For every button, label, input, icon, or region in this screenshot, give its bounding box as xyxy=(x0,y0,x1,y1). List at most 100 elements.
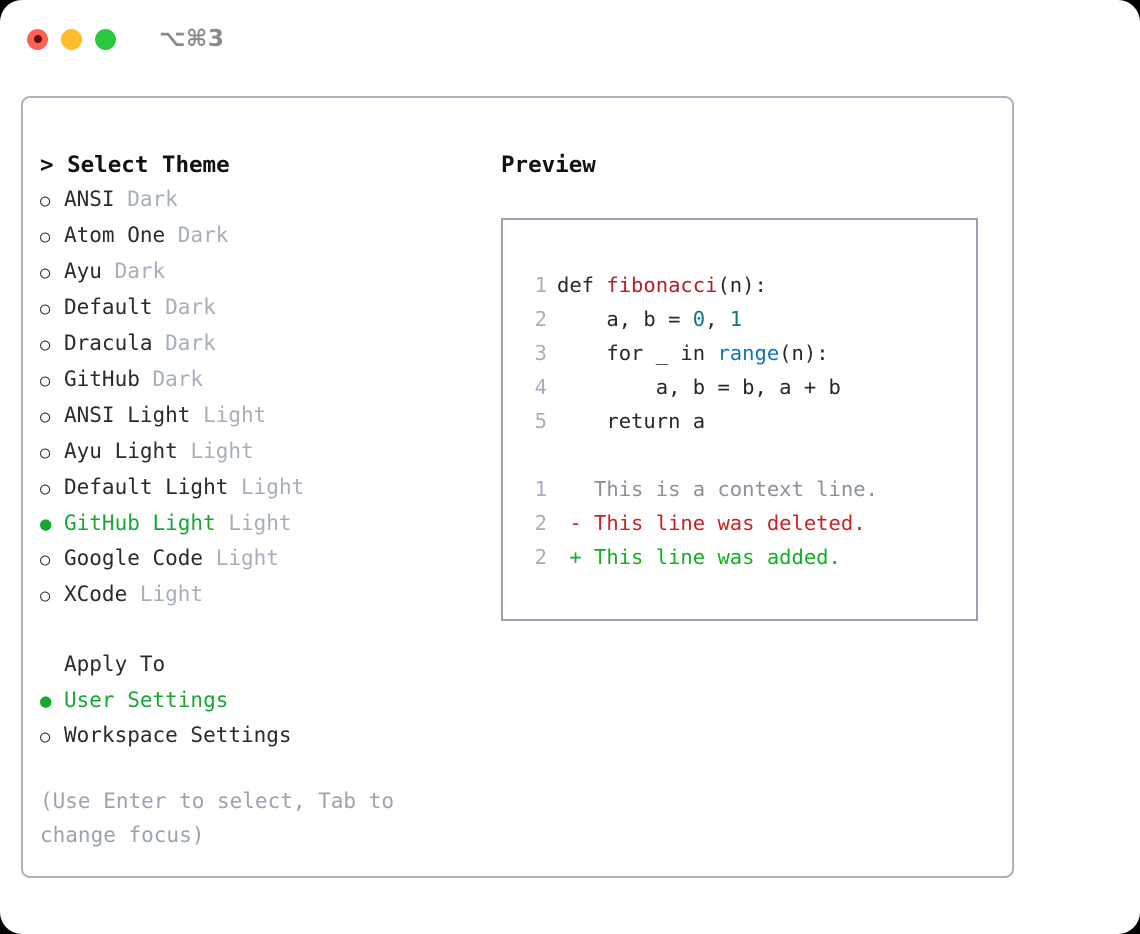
theme-item-default[interactable]: ○ Default Dark xyxy=(40,290,480,326)
theme-item-ayu-light[interactable]: ○Ayu Light Light xyxy=(40,434,480,470)
token-plain: a, b = b, a + b xyxy=(557,375,841,399)
theme-item-tag: Dark xyxy=(152,331,216,355)
apply-to-item-workspace-settings[interactable]: ○Workspace Settings xyxy=(40,718,480,754)
radio-unselected-icon: ○ xyxy=(40,727,51,747)
token-plain: (n): xyxy=(779,341,829,365)
theme-picker-column: > Select Theme ○ANSI Dark○Atom One Dark○… xyxy=(40,148,480,852)
code-line: 1 def fibonacci(n): xyxy=(521,268,976,302)
diff-line-add: 2 + This line was added. xyxy=(521,540,976,574)
apply-to-item-label: User Settings xyxy=(64,688,229,712)
token-num: 1 xyxy=(729,307,743,331)
theme-item-label: ANSI xyxy=(64,187,115,211)
line-number: 4 xyxy=(534,375,547,399)
apply-to-header: Apply To xyxy=(64,652,166,676)
radio-unselected-icon: ○ xyxy=(40,407,51,427)
diff-text: - This line was deleted. xyxy=(557,511,866,535)
theme-item-tag: Light xyxy=(228,475,305,499)
code-text: a, b = b, a + b xyxy=(557,370,841,404)
maximize-button[interactable] xyxy=(95,28,116,50)
token-plain: for _ in xyxy=(557,341,718,365)
token-plain: , xyxy=(705,307,730,331)
theme-item-dracula[interactable]: ○ Dracula Dark xyxy=(40,326,480,362)
keyboard-hint: (Use Enter to select, Tab to change focu… xyxy=(40,789,395,847)
theme-item-label: GitHub Light xyxy=(64,511,216,535)
theme-item-label: Atom One xyxy=(64,223,166,247)
theme-item-atom-one[interactable]: ○Atom One Dark xyxy=(40,218,480,254)
theme-item-label: Ayu xyxy=(64,259,102,283)
theme-item-ayu[interactable]: ○ Ayu Dark xyxy=(40,254,480,290)
title-bar: ⌥⌘3 xyxy=(0,0,1140,78)
radio-unselected-icon: ○ xyxy=(40,586,51,606)
theme-item-tag: Dark xyxy=(101,259,166,283)
theme-item-tag: Light xyxy=(215,511,292,535)
radio-unselected-icon: ○ xyxy=(40,371,51,391)
diff-text: + This line was added. xyxy=(557,545,841,569)
token-func: fibonacci xyxy=(606,273,718,297)
code-text: a, b = 0, 1 xyxy=(557,302,742,336)
code-text: return a xyxy=(557,404,705,438)
theme-item-xcode[interactable]: ○ XCode Light xyxy=(40,577,480,613)
select-theme-header: > Select Theme xyxy=(40,152,230,178)
line-number: 2 xyxy=(534,545,547,569)
line-number: 5 xyxy=(534,409,547,433)
line-number: 1 xyxy=(534,273,547,297)
theme-item-label: GitHub xyxy=(64,367,140,391)
preview-header: Preview xyxy=(501,152,596,178)
diff-line-context: 1 This is a context line. xyxy=(521,472,976,506)
radio-unselected-icon: ○ xyxy=(40,550,51,570)
minimize-button[interactable] xyxy=(61,28,82,50)
token-plain: def xyxy=(557,273,607,297)
line-number: 2 xyxy=(534,307,547,331)
content-panel: > Select Theme ○ANSI Dark○Atom One Dark○… xyxy=(21,96,1014,878)
theme-item-tag: Dark xyxy=(152,295,216,319)
theme-item-tag: Dark xyxy=(139,367,204,391)
code-text: for _ in range(n): xyxy=(557,336,829,370)
theme-item-label: Default xyxy=(64,295,153,319)
theme-item-label: Dracula xyxy=(64,331,153,355)
theme-item-label: Default Light xyxy=(64,475,229,499)
radio-unselected-icon: ○ xyxy=(40,443,51,463)
radio-selected-icon: ● xyxy=(40,513,52,535)
theme-item-label: Ayu Light xyxy=(64,439,178,463)
theme-item-tag: Light xyxy=(127,582,204,606)
radio-selected-icon: ● xyxy=(40,690,52,712)
theme-item-ansi[interactable]: ○ ANSI Dark xyxy=(40,182,480,218)
theme-item-github-light[interactable]: ● GitHub Light Light xyxy=(40,506,480,541)
code-text: def fibonacci(n): xyxy=(557,268,767,302)
token-plain: (n): xyxy=(717,273,767,297)
token-num: 0 xyxy=(692,307,706,331)
theme-item-tag: Light xyxy=(203,546,279,570)
diff-line-del: 2 - This line was deleted. xyxy=(521,506,976,540)
theme-item-github[interactable]: ○ GitHub Dark xyxy=(40,362,480,398)
theme-item-default-light[interactable]: ○Default Light Light xyxy=(40,470,480,506)
theme-item-tag: Dark xyxy=(165,223,229,247)
radio-unselected-icon: ○ xyxy=(40,299,51,319)
line-number: 3 xyxy=(534,341,547,365)
theme-item-label: Google Code xyxy=(64,546,204,570)
close-button[interactable] xyxy=(27,28,48,50)
apply-to-header-row: ○ Apply To xyxy=(40,647,480,683)
theme-item-tag: Dark xyxy=(114,187,178,211)
code-line: 2 a, b = 0, 1 xyxy=(521,302,976,336)
apply-to-list: ● User Settings ○Workspace Settings xyxy=(40,683,480,754)
theme-item-label: ANSI Light xyxy=(64,403,191,427)
theme-item-ansi-light[interactable]: ○ ANSI Light Light xyxy=(40,398,480,434)
radio-unselected-icon: ○ xyxy=(40,263,51,283)
record-indicator-icon xyxy=(33,35,42,43)
code-line: 4 a, b = b, a + b xyxy=(521,370,976,404)
theme-item-label: XCode xyxy=(64,582,128,606)
code-line: 3 for _ in range(n): xyxy=(521,336,976,370)
line-number: 1 xyxy=(534,477,547,501)
token-call: range xyxy=(717,341,780,365)
radio-unselected-icon: ○ xyxy=(40,191,51,211)
diff-text: This is a context line. xyxy=(557,477,878,501)
theme-item-google-code[interactable]: ○ Google Code Light xyxy=(40,541,480,577)
apply-to-item-user-settings[interactable]: ● User Settings xyxy=(40,683,480,718)
token-plain: a, b = xyxy=(557,307,693,331)
apply-to-header-spacer: ○ xyxy=(40,649,64,683)
theme-item-tag: Light xyxy=(190,403,267,427)
keyboard-shortcut-label: ⌥⌘3 xyxy=(159,26,225,52)
radio-unselected-icon: ○ xyxy=(40,335,51,355)
